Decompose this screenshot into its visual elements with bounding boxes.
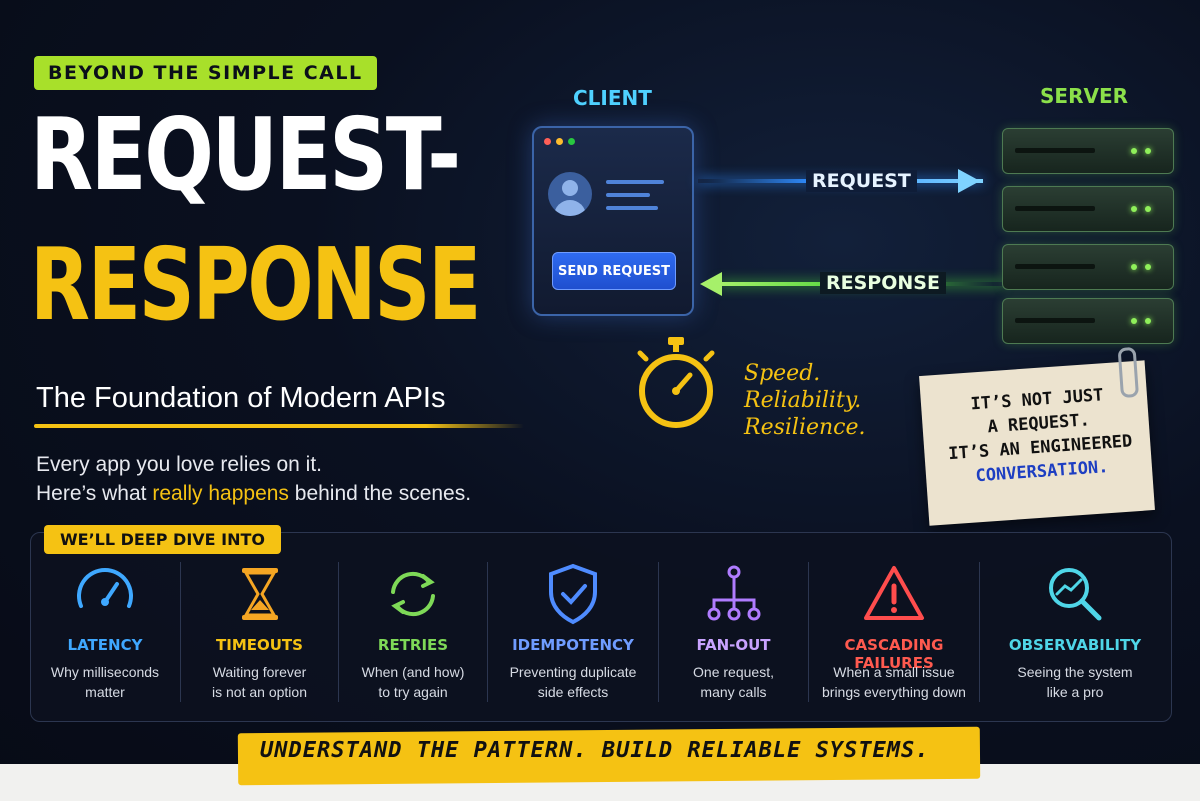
client-window: SEND REQUEST (532, 126, 694, 316)
tagline: Speed. Reliability. Resilience. (744, 360, 866, 441)
server-unit (1002, 298, 1174, 344)
topic-title: FAN-OUT (696, 636, 771, 654)
tagline-line: Resilience. (744, 415, 866, 440)
divider (808, 562, 809, 702)
stopwatch-icon (637, 337, 715, 428)
server-label: SERVER (1040, 84, 1129, 108)
topic-description: One request,many calls (693, 664, 774, 700)
subtitle-underline (34, 424, 524, 428)
topic-retries: RETRIES When (and how)to try again (339, 556, 487, 706)
fan-out-icon (707, 565, 760, 621)
speedometer-icon (77, 568, 133, 608)
response-arrow-head-icon (700, 272, 722, 296)
response-label: RESPONSE (820, 272, 946, 294)
close-dot-icon (544, 138, 551, 145)
tagline-line: Reliability. (744, 388, 862, 413)
server-unit (1002, 128, 1174, 174)
deep-dive-header: WE’LL DEEP DIVE INTO (44, 525, 282, 554)
paper-note: IT’S NOT JUST A REQUEST. IT’S AN ENGINEE… (919, 346, 1155, 526)
shield-check-icon (549, 563, 597, 625)
server-unit (1002, 244, 1174, 290)
intro-line-2-end: behind the scenes. (288, 482, 472, 505)
intro-highlight: really happens (152, 482, 289, 505)
intro-line-2-start: Here’s what (36, 482, 153, 505)
banner-text: UNDERSTAND THE PATTERN. BUILD RELIABLE S… (260, 738, 930, 763)
divider (180, 562, 181, 702)
refresh-icon (391, 571, 435, 617)
text-line-placeholder (606, 180, 664, 184)
hourglass-icon (241, 568, 278, 620)
intro-text: Every app you love relies on it. Here’s … (36, 450, 471, 508)
divider (487, 562, 488, 702)
request-label: REQUEST (806, 170, 917, 192)
text-line-placeholder (606, 206, 658, 210)
topic-title: CASCADING FAILURES (844, 636, 944, 672)
text-line-placeholder (606, 193, 650, 197)
title-line-2: RESPONSE (30, 226, 481, 343)
client-label: CLIENT (573, 86, 652, 110)
minimize-dot-icon (556, 138, 563, 145)
topic-fan-out: FAN-OUT One request,many calls (659, 556, 808, 706)
intro-line-1: Every app you love relies on it. (36, 453, 322, 476)
tagline-line: Speed. (744, 361, 821, 386)
window-controls (544, 138, 575, 145)
intro-line-2: Here’s what really happens behind the sc… (36, 479, 471, 508)
topic-title: OBSERVABILITY (1008, 636, 1142, 654)
divider (979, 562, 980, 702)
magnifier-chart-icon (1049, 568, 1102, 621)
note-text: IT’S NOT JUST A REQUEST. IT’S AN ENGINEE… (936, 381, 1142, 491)
send-request-button[interactable]: SEND REQUEST (552, 252, 676, 290)
section-badge: BEYOND THE SIMPLE CALL (34, 56, 377, 90)
subtitle: The Foundation of Modern APIs (36, 382, 446, 414)
maximize-dot-icon (568, 138, 575, 145)
server-unit (1002, 186, 1174, 232)
topic-description: When (and how)to try again (361, 664, 465, 700)
user-avatar-icon (548, 172, 592, 216)
topic-title: LATENCY (67, 636, 143, 654)
title-line-1: REQUEST- (30, 96, 461, 213)
divider (658, 562, 659, 702)
topic-title: RETRIES (377, 636, 449, 654)
topic-title: TIMEOUTS (216, 636, 303, 654)
deep-dive-panel (30, 532, 1172, 722)
warning-icon (864, 566, 924, 620)
topic-title: IDEMPOTENCY (512, 636, 634, 654)
divider (338, 562, 339, 702)
request-arrow-head-icon (958, 169, 980, 193)
